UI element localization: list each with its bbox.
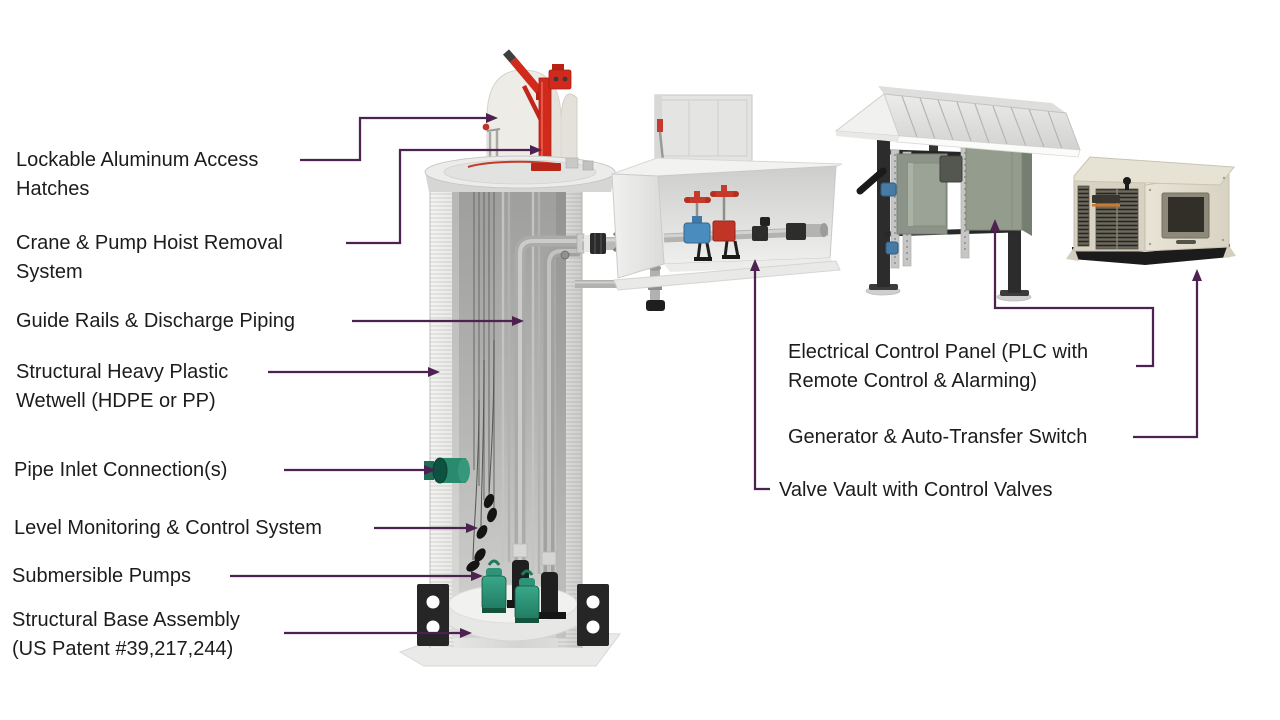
arrowhead-access-hatches: [486, 113, 498, 123]
vault-base-lip: [613, 260, 841, 291]
vault-interior: [657, 165, 837, 265]
label-wetwell: Structural Heavy Plastic Wetwell (HDPE o…: [16, 361, 229, 412]
valve-vault-illustration: [611, 94, 843, 291]
base-anchor-brackets: [417, 584, 609, 646]
hatch-gasket-ring: [467, 160, 557, 168]
vault-left-face: [611, 173, 665, 279]
wetwell-illustration: [398, 49, 621, 667]
generator-illustration: [1066, 156, 1236, 265]
arrowhead-wetwell: [428, 367, 440, 377]
arrowhead-electrical-panel: [990, 219, 1000, 231]
connector-generator: [1133, 281, 1199, 439]
vault-floor: [664, 258, 836, 272]
arrowhead-base-assembly: [460, 628, 472, 638]
submersible-pumps-illustration: [481, 559, 540, 623]
gate-valve-red: [712, 220, 736, 242]
generator-brand-badge: [1092, 195, 1120, 207]
lid-latch: [657, 119, 663, 132]
callout-connectors: [230, 116, 1199, 635]
label-valve-vault: Valve Vault with Control Valves: [779, 479, 1053, 501]
connector-crane-hoist: [346, 148, 530, 245]
disconnect-handles: [856, 167, 899, 255]
callout-arrowheads: [424, 113, 1202, 638]
label-guide-rails: Guide Rails & Discharge Piping: [16, 310, 296, 332]
label-generator: Generator & Auto-Transfer Switch: [788, 426, 1088, 448]
canopy-roof: [834, 86, 1081, 158]
crane-hoist-illustration: [502, 49, 572, 171]
arrowhead-pipe-inlet: [424, 465, 436, 475]
arrowhead-crane-hoist: [530, 145, 542, 155]
arrowhead-submersible-pumps: [471, 571, 483, 581]
connector-valve-vault: [753, 271, 770, 491]
label-crane-hoist: Crane & Pump Hoist Removal System: [16, 232, 283, 283]
crane-base-plate: [531, 163, 561, 171]
generator-emblem: [1123, 177, 1131, 190]
top-collar-rim: [424, 155, 616, 192]
connector-access-hatches: [300, 116, 486, 162]
control-panel-illustration: [834, 86, 1081, 302]
label-pipe-inlet: Pipe Inlet Connection(s): [14, 459, 228, 481]
wall-fitting-knob: [560, 250, 570, 260]
check-valve-blue: [683, 222, 711, 244]
vault-lid-open: [654, 94, 753, 162]
corrugation-left: [430, 182, 454, 648]
discharge-piping-illustration: [512, 235, 580, 580]
label-electrical-panel: Electrical Control Panel (PLC with Remot…: [788, 341, 1089, 392]
float-switches: [466, 339, 497, 572]
label-submersible-pumps: Submersible Pumps: [12, 565, 191, 587]
label-level-monitoring: Level Monitoring & Control System: [14, 517, 322, 539]
control-valves-illustration: [663, 185, 829, 261]
arrowhead-level-monitoring: [466, 523, 478, 533]
connector-electrical-panel: [993, 231, 1155, 368]
arrowhead-valve-vault: [750, 259, 760, 271]
guide-rails-illustration: [499, 186, 543, 574]
label-access-hatches: Lockable Aluminum Access Hatches: [16, 149, 259, 200]
arrowhead-generator: [1192, 269, 1202, 281]
generator-access-panel: [1161, 192, 1210, 244]
arrowhead-guide-rails: [512, 316, 524, 326]
electrical-enclosures: [896, 145, 1032, 236]
generator-top: [1073, 156, 1235, 186]
label-base-assembly: Structural Base Assembly (US Patent #39,…: [12, 609, 240, 660]
generator-screws: [1148, 176, 1226, 246]
